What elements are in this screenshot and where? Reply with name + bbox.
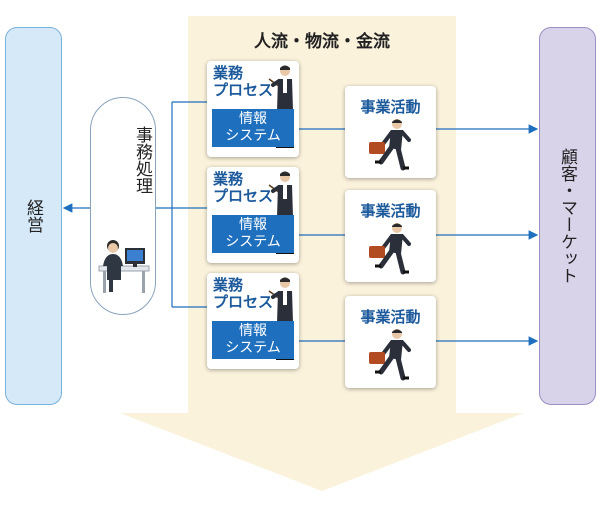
business-activity-label: 事業活動 <box>360 98 421 116</box>
business-activity-card-2: 事業活動 <box>345 190 436 282</box>
customer-market-box: 顧客・マーケット <box>539 27 596 405</box>
business-activity-card-3: 事業活動 <box>345 296 436 388</box>
process-label: 業務 プロセス <box>213 170 274 205</box>
information-system-label: 情報 システム <box>212 109 294 147</box>
office-worker-desk-icon <box>98 240 150 293</box>
businessman-running-icon <box>369 329 411 381</box>
management-box: 経営 <box>5 27 62 405</box>
office-work-box: 事務処理 <box>90 97 156 315</box>
process-label: 業務 プロセス <box>213 64 274 99</box>
office-work-label: 事務処理 <box>132 126 152 194</box>
process-card-3: 業務 プロセス 情報 システム <box>207 273 299 369</box>
flow-title: 人流・物流・金流 <box>254 32 390 52</box>
customer-market-label: 顧客・マーケット <box>557 148 577 284</box>
management-label: 経営 <box>23 199 43 233</box>
businessman-running-icon <box>369 223 411 275</box>
business-activity-label: 事業活動 <box>360 202 421 220</box>
information-system-label: 情報 システム <box>212 321 294 359</box>
process-label: 業務 プロセス <box>213 276 274 311</box>
process-card-1: 業務 プロセス 情報 システム <box>207 61 299 157</box>
business-activity-card-1: 事業活動 <box>345 86 436 178</box>
information-system-label: 情報 システム <box>212 215 294 253</box>
process-card-2: 業務 プロセス 情報 システム <box>207 167 299 263</box>
businessman-running-icon <box>369 119 411 171</box>
business-activity-label: 事業活動 <box>360 308 421 326</box>
